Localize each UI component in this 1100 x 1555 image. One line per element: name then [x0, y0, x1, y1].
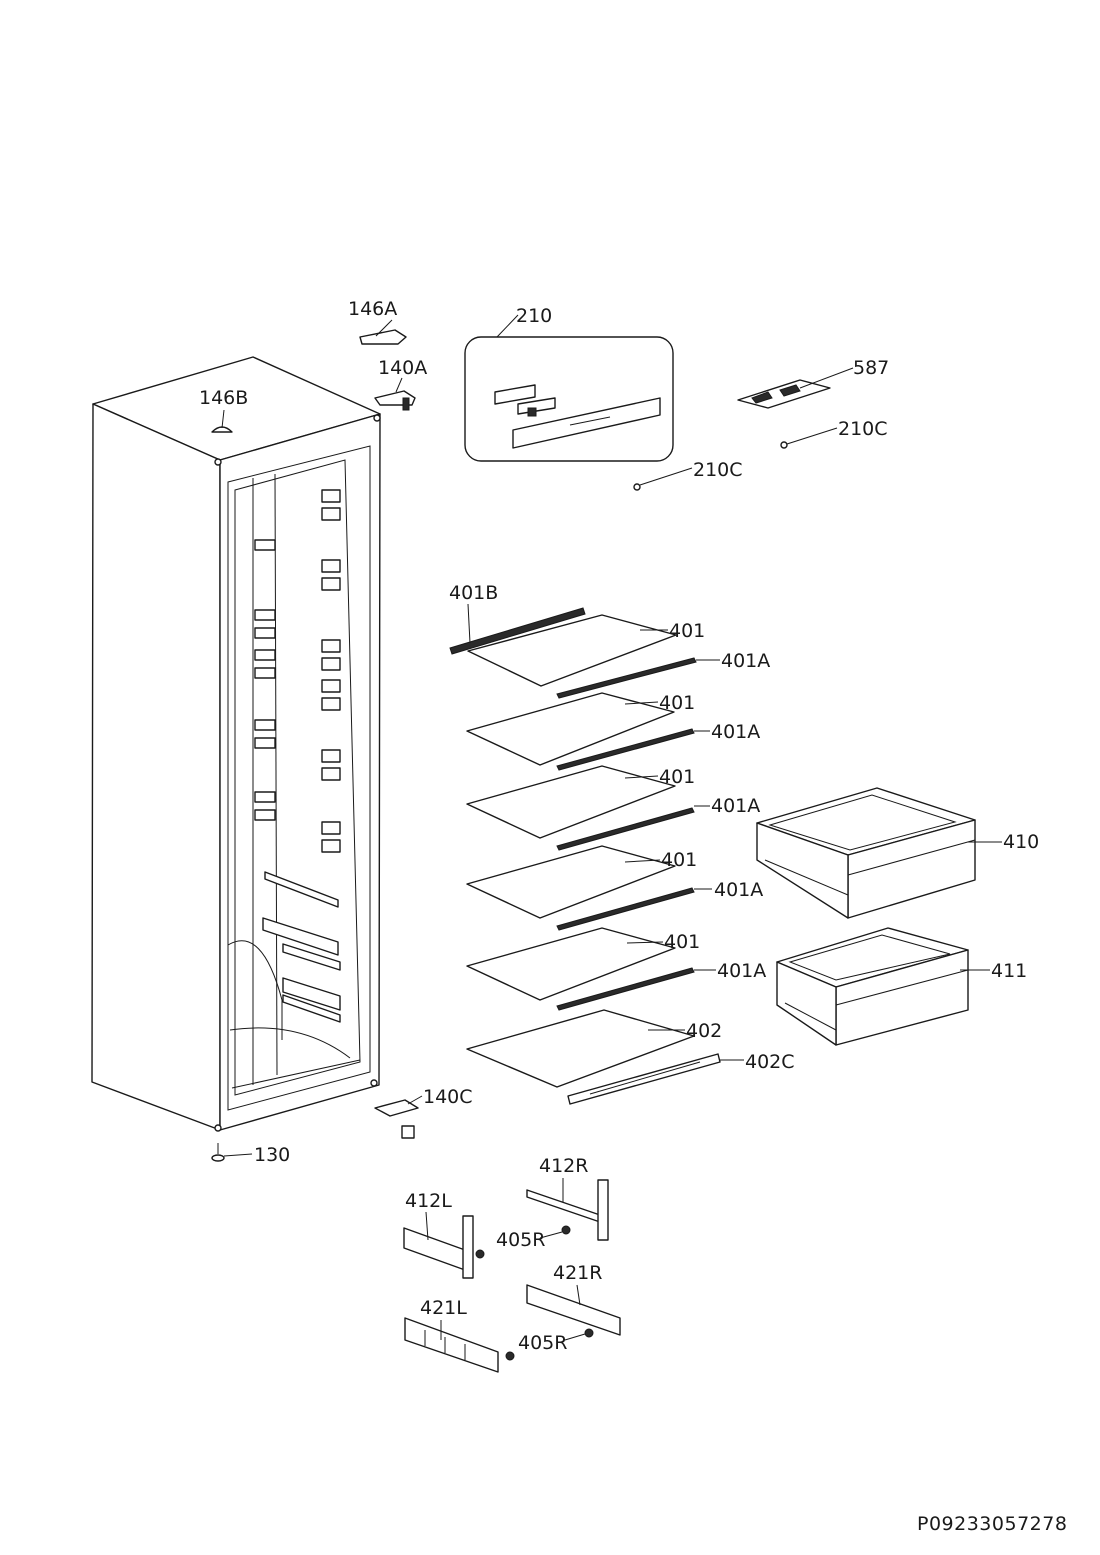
label-140C: 140C [423, 1086, 473, 1108]
label-421L: 421L [420, 1297, 467, 1319]
hinge-140A [374, 377, 416, 411]
label-421R: 421R [553, 1262, 602, 1284]
label-412L: 412L [405, 1190, 452, 1212]
cabinet-shelf-supports [254, 489, 341, 853]
part-405R-a [475, 1225, 571, 1259]
label-401-5: 401 [664, 931, 700, 953]
label-405R-a: 405R [496, 1229, 545, 1251]
label-401-4: 401 [661, 849, 697, 871]
part-405R-b [505, 1328, 594, 1361]
label-412R: 412R [539, 1155, 588, 1177]
hinge-140C [374, 1095, 423, 1139]
cabinet [91, 356, 381, 1132]
label-210C-a: 210C [838, 418, 888, 440]
diagram-code: P09233057278 [917, 1513, 1067, 1535]
cover-146B [211, 409, 233, 433]
label-401-2: 401 [659, 692, 695, 714]
label-405R-b: 405R [518, 1332, 567, 1354]
foot-130 [211, 1143, 253, 1162]
label-410: 410 [1003, 831, 1039, 853]
crisper-drawer-411 [776, 927, 990, 1046]
label-402C: 402C [745, 1051, 795, 1073]
label-401A-4: 401A [714, 879, 763, 901]
label-130: 130 [254, 1144, 290, 1166]
crisper-drawer-410 [756, 787, 1002, 919]
label-401A-5: 401A [717, 960, 766, 982]
label-146B: 146B [199, 387, 248, 409]
rail-412L [403, 1211, 474, 1279]
label-411: 411 [991, 960, 1027, 982]
control-board-587 [737, 367, 854, 409]
rail-421L [404, 1317, 499, 1373]
part-210C-b [633, 467, 693, 491]
label-401-3: 401 [659, 766, 695, 788]
label-140A: 140A [378, 357, 427, 379]
part-210C-a [780, 427, 838, 449]
label-210: 210 [516, 305, 552, 327]
label-402: 402 [686, 1020, 722, 1042]
shelf-stack [449, 603, 744, 1105]
label-401A-2: 401A [711, 721, 760, 743]
rail-421R [526, 1284, 621, 1336]
cabinet-drawer-rails [227, 871, 361, 1089]
top-cover-146A [359, 319, 407, 345]
label-401-1: 401 [669, 620, 705, 642]
label-210C-b: 210C [693, 459, 743, 481]
label-401A-3: 401A [711, 795, 760, 817]
control-panel-assembly-210 [464, 314, 674, 462]
label-401A-1: 401A [721, 650, 770, 672]
rail-412R [526, 1178, 609, 1241]
label-146A: 146A [348, 298, 397, 320]
label-587: 587 [853, 357, 889, 379]
label-401B: 401B [449, 582, 498, 604]
